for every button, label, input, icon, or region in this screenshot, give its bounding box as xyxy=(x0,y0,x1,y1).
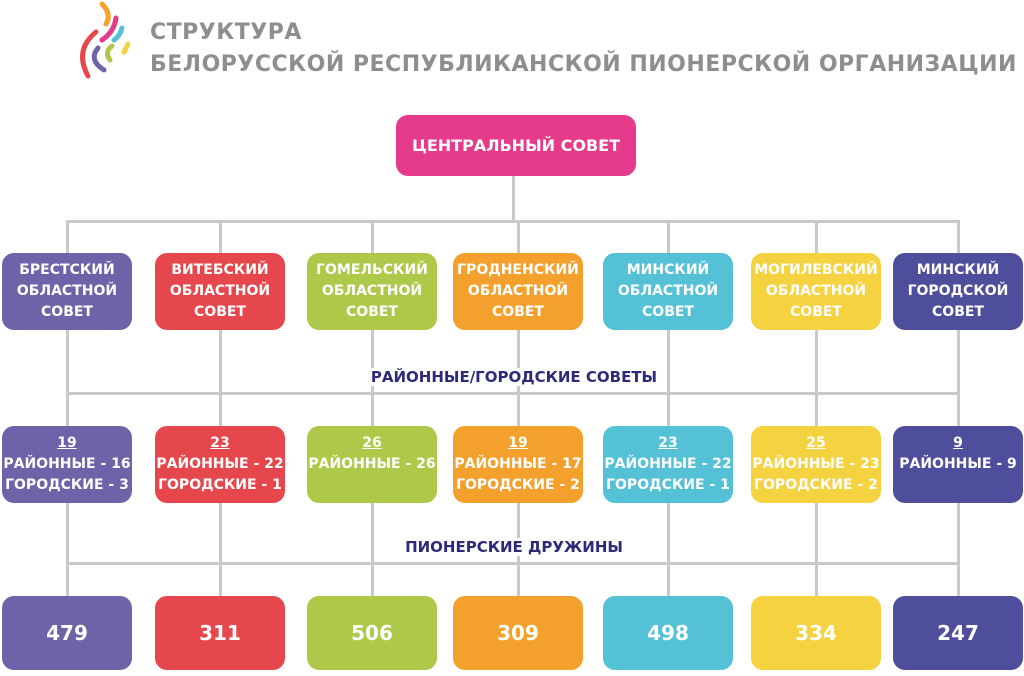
district-councils-breakdown: ГОРОДСКИЕ - 3 xyxy=(5,477,129,493)
pioneer-squads-count-box: 479 xyxy=(2,596,132,670)
district-councils-breakdown: ГОРОДСКИЕ - 1 xyxy=(606,477,730,493)
regional-council-box: ВИТЕБСКИЙ ОБЛАСТНОЙ СОВЕТ xyxy=(155,253,285,330)
district-councils-label: РАЙОННЫЕ/ГОРОДСКИЕ СОВЕТЫ xyxy=(366,368,662,386)
district-councils-breakdown: ГОРОДСКИЕ - 1 xyxy=(158,477,282,493)
connector-column xyxy=(517,220,520,610)
connector-column xyxy=(957,220,960,610)
pioneer-squads-count: 334 xyxy=(795,620,837,645)
regional-council-label: СОВЕТ xyxy=(492,304,544,320)
regional-council-label: СОВЕТ xyxy=(346,304,398,320)
connector-column xyxy=(815,220,818,610)
connector-central xyxy=(512,176,515,222)
pioneer-squads-count: 498 xyxy=(647,620,689,645)
district-councils-total: 23 xyxy=(658,435,678,451)
logo-icon xyxy=(80,1,130,79)
pioneer-squads-count-box: 498 xyxy=(603,596,733,670)
regional-council-label: СОВЕТ xyxy=(790,304,842,320)
regional-council-label: МИНСКИЙ xyxy=(626,262,710,278)
district-councils-breakdown: РАЙОННЫЕ - 17 xyxy=(454,456,582,472)
regional-council-label: ОБЛАСТНОЙ xyxy=(321,283,423,299)
district-councils-breakdown: РАЙОННЫЕ - 16 xyxy=(3,456,131,472)
district-councils-total: 25 xyxy=(806,435,826,451)
connector-regional-bus xyxy=(66,220,960,223)
title-line-1: СТРУКТУРА xyxy=(150,20,302,45)
connector-column xyxy=(667,220,670,610)
regional-council-label: ГРОДНЕНСКИЙ xyxy=(457,262,579,278)
pioneer-squads-count-box: 311 xyxy=(155,596,285,670)
regional-council-label: ОБЛАСТНОЙ xyxy=(617,283,719,299)
pioneer-squads-count: 311 xyxy=(199,620,241,645)
district-councils-breakdown: РАЙОННЫЕ - 23 xyxy=(752,456,880,472)
regional-council-box: ГРОДНЕНСКИЙ ОБЛАСТНОЙ СОВЕТ xyxy=(453,253,583,330)
regional-council-box: ГОМЕЛЬСКИЙ ОБЛАСТНОЙ СОВЕТ xyxy=(307,253,437,330)
pioneer-squads-count-box: 247 xyxy=(893,596,1023,670)
connector-column xyxy=(371,220,374,610)
regional-council-label: СОВЕТ xyxy=(932,304,984,320)
district-councils-total: 19 xyxy=(57,435,77,451)
regional-council-label: СОВЕТ xyxy=(194,304,246,320)
central-council-label: ЦЕНТРАЛЬНЫЙ СОВЕТ xyxy=(412,136,620,155)
regional-council-label: ОБЛАСТНОЙ xyxy=(169,283,271,299)
regional-council-box: МОГИЛЕВСКИЙ ОБЛАСТНОЙ СОВЕТ xyxy=(751,253,881,330)
pioneer-squads-count-box: 309 xyxy=(453,596,583,670)
regional-council-label: ГОРОДСКОЙ xyxy=(907,283,1009,299)
district-councils-breakdown: РАЙОННЫЕ - 22 xyxy=(156,456,284,472)
pioneer-squads-count: 479 xyxy=(46,620,88,645)
pioneer-squads-count: 309 xyxy=(497,620,539,645)
regional-council-label: МИНСКИЙ xyxy=(916,262,1000,278)
regional-council-label: ОБЛАСТНОЙ xyxy=(467,283,569,299)
district-councils-total: 23 xyxy=(210,435,230,451)
district-councils-total: 19 xyxy=(508,435,528,451)
title-line-2: БЕЛОРУССКОЙ РЕСПУБЛИКАНСКОЙ ПИОНЕРСКОЙ О… xyxy=(150,52,1017,77)
regional-council-label: СОВЕТ xyxy=(642,304,694,320)
regional-council-box: МИНСКИЙ ГОРОДСКОЙ СОВЕТ xyxy=(893,253,1023,330)
district-councils-breakdown: РАЙОННЫЕ - 26 xyxy=(308,456,436,472)
pioneer-squads-label: ПИОНЕРСКИЕ ДРУЖИНЫ xyxy=(401,538,627,556)
regional-council-label: ОБЛАСТНОЙ xyxy=(765,283,867,299)
connector-district-bus xyxy=(66,392,960,395)
connector-column xyxy=(219,220,222,610)
regional-council-label: ВИТЕБСКИЙ xyxy=(171,262,269,278)
pioneer-squads-count-box: 334 xyxy=(751,596,881,670)
district-councils-total: 26 xyxy=(362,435,382,451)
district-councils-breakdown: РАЙОННЫЕ - 22 xyxy=(604,456,732,472)
regional-council-label: ОБЛАСТНОЙ xyxy=(16,283,118,299)
regional-council-label: ГОМЕЛЬСКИЙ xyxy=(316,262,428,278)
district-councils-breakdown: РАЙОННЫЕ - 9 xyxy=(899,456,1017,472)
regional-council-label: БРЕСТСКИЙ xyxy=(19,262,115,278)
connector-column xyxy=(66,220,69,610)
pioneer-squads-count: 247 xyxy=(937,620,979,645)
regional-council-box: БРЕСТСКИЙ ОБЛАСТНОЙ СОВЕТ xyxy=(2,253,132,330)
pioneer-squads-count-box: 506 xyxy=(307,596,437,670)
regional-council-label: МОГИЛЕВСКИЙ xyxy=(754,262,878,278)
regional-council-label: СОВЕТ xyxy=(41,304,93,320)
district-councils-breakdown: ГОРОДСКИЕ - 2 xyxy=(754,477,878,493)
regional-council-box: МИНСКИЙ ОБЛАСТНОЙ СОВЕТ xyxy=(603,253,733,330)
central-council-box: ЦЕНТРАЛЬНЫЙ СОВЕТ xyxy=(396,115,636,176)
connector-squad-bus xyxy=(66,562,960,565)
pioneer-squads-count: 506 xyxy=(351,620,393,645)
district-councils-total: 9 xyxy=(953,435,963,451)
district-councils-breakdown: ГОРОДСКИЕ - 2 xyxy=(456,477,580,493)
